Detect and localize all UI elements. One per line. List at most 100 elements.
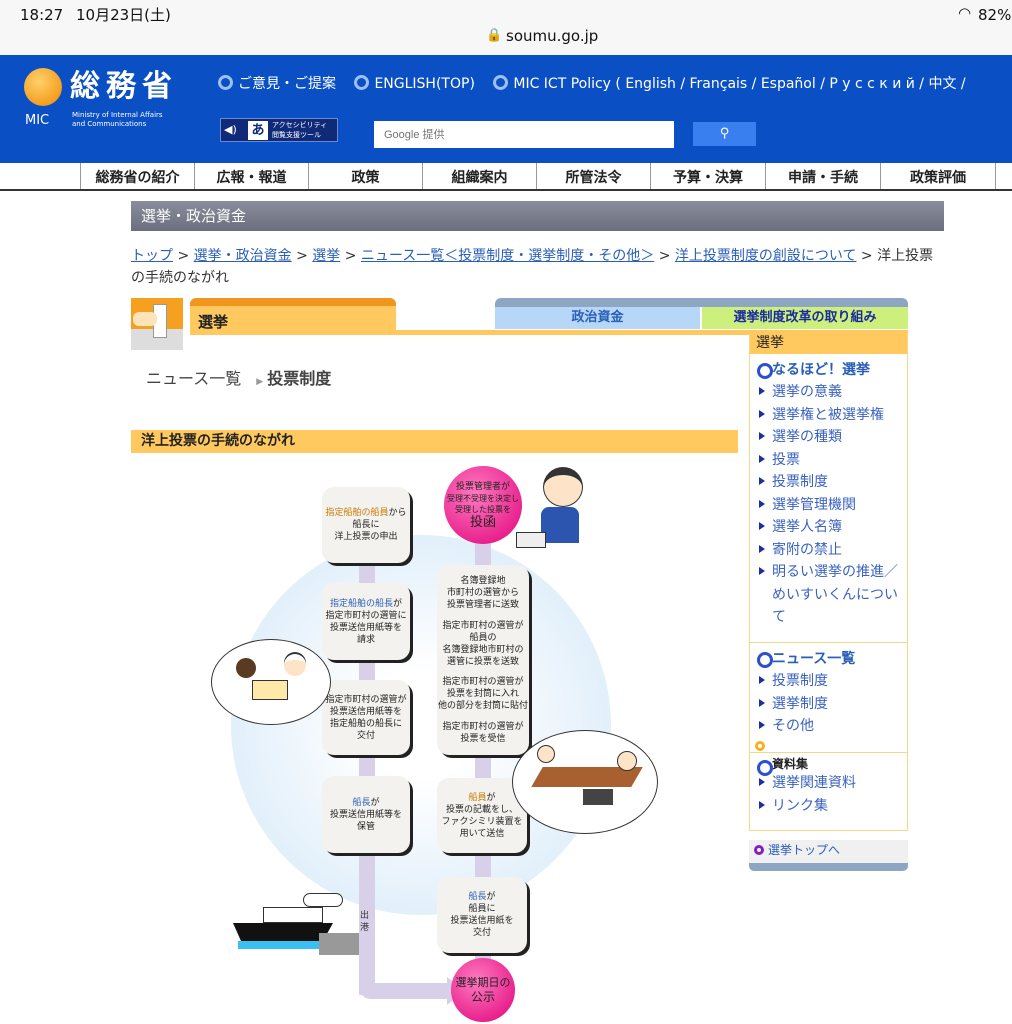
sidebar-item[interactable]: 選挙の種類 xyxy=(752,426,905,449)
content-heading: 洋上投票の手続のながれ xyxy=(131,430,738,453)
header-links: ご意見・ご提案 ENGLISH(TOP) MIC ICT Policy ( En… xyxy=(218,75,966,93)
step-circle-ballot-box: 投票管理者が受理不受理を決定し受理した投票を投函 xyxy=(444,466,522,544)
lock-icon: 🔒 xyxy=(486,28,503,43)
sidebar-header: 選挙 xyxy=(750,333,907,354)
breadcrumb-link[interactable]: トップ xyxy=(131,248,173,264)
step-box: 指定船舶の船長が指定市町村の選管に投票送信用紙等を請求 xyxy=(322,583,410,660)
ship-illustration xyxy=(233,893,359,955)
sidebar-item[interactable]: 選挙管理機関 xyxy=(752,494,905,517)
sidebar-item[interactable]: その他 xyxy=(752,715,905,738)
circle-icon xyxy=(754,845,764,855)
tab-underline xyxy=(190,330,908,335)
status-bar: 18:27 10月23日(土) 🔒 soumu.go.jp ◠ 82% xyxy=(0,0,1012,55)
ballot-icon xyxy=(131,298,183,350)
sidebar-item[interactable]: 投票制度 xyxy=(752,670,905,693)
logo-en-1: Ministry of Internal Affairs xyxy=(72,111,163,119)
link-opinion[interactable]: ご意見・ご提案 xyxy=(218,75,336,92)
radio-icon xyxy=(218,75,233,90)
search-button[interactable]: ⚲ xyxy=(693,122,756,146)
tab-political-funds[interactable]: 政治資金 xyxy=(495,307,700,329)
step-box: 船長が船員に投票送信用紙を交付 xyxy=(437,877,527,953)
nav-item[interactable]: 総務省の紹介 xyxy=(80,163,194,189)
voting-flow-diagram: 出港 指定船舶の船員から船長に洋上投票の申出 指定船舶の船長が指定市町村の選管に… xyxy=(131,455,738,1024)
circle-icon xyxy=(755,741,765,751)
breadcrumb-link[interactable]: 選挙・政治資金 xyxy=(193,248,292,264)
logo-kanji[interactable]: 総務省 xyxy=(70,69,178,104)
tab-reform[interactable]: 選挙制度改革の取り組み xyxy=(702,307,908,329)
nav-item[interactable]: 予算・決算 xyxy=(650,163,765,189)
radio-icon xyxy=(354,75,370,90)
link-english[interactable]: ENGLISH(TOP) xyxy=(354,75,475,92)
breadcrumb: トップ > 選挙・政治資金 > 選挙 > ニュース一覧＜投票制度・選挙制度・その… xyxy=(131,245,946,289)
sidebar-item[interactable]: 選挙権と被選挙権 xyxy=(752,404,905,427)
sidebar-heading[interactable]: ニュース一覧 xyxy=(752,648,905,670)
logo-en-2: and Communications xyxy=(72,120,147,128)
breadcrumb-link[interactable]: ニュース一覧＜投票制度・選挙制度・その他＞ xyxy=(360,248,655,264)
breadcrumb-link[interactable]: 洋上投票制度の創設について xyxy=(674,248,857,264)
status-time: 18:27 xyxy=(20,6,64,24)
breadcrumb-link[interactable]: 選挙 xyxy=(312,248,341,264)
sidebar-item[interactable]: 寄附の禁止 xyxy=(752,539,905,562)
breadcrumb-current: 洋上投票 xyxy=(877,248,934,264)
sidebar-group-3: 資料集 選挙関連資料 リンク集 xyxy=(750,753,907,817)
tab-election[interactable]: 選挙 xyxy=(190,298,396,332)
battery-level: 82% xyxy=(978,6,1012,24)
tab-strip xyxy=(495,298,908,307)
sidebar-item[interactable]: 明るい選挙の推進／めいすいくんについて xyxy=(752,561,905,629)
accessibility-label-2: 閲覧支援ツール xyxy=(272,131,321,139)
logo-mark[interactable] xyxy=(24,68,62,108)
sidebar-item[interactable]: 投票制度 xyxy=(752,471,905,494)
departure-label: 出港 xyxy=(360,911,370,933)
subnav: ニュース一覧 ▶投票制度 xyxy=(146,369,331,392)
sidebar-heading: 資料集 xyxy=(752,756,905,776)
nav-item[interactable]: 広報・報道 xyxy=(194,163,308,189)
url-bar[interactable]: soumu.go.jp xyxy=(506,27,599,45)
step-box: 指定船舶の船員から船長に洋上投票の申出 xyxy=(322,487,410,563)
triangle-icon: ▶ xyxy=(256,377,264,387)
site-header: 総務省 MIC Ministry of Internal Affairs and… xyxy=(0,55,1012,163)
subnav-current: 投票制度 xyxy=(267,369,332,388)
nav-item[interactable]: 政策評価 xyxy=(880,163,996,189)
election-top-link[interactable]: 選挙トップへ xyxy=(749,840,908,871)
breadcrumb-current-2: の手続のながれ xyxy=(131,270,229,286)
speaker-icon: ◀) xyxy=(224,123,237,136)
breadcrumb-sep: > xyxy=(658,248,671,264)
breadcrumb-sep: > xyxy=(860,248,873,264)
search-input[interactable] xyxy=(374,121,674,148)
subnav-parent[interactable]: ニュース一覧 xyxy=(146,369,242,388)
breadcrumb-sep: > xyxy=(344,248,357,264)
section-title: 選挙・政治資金 xyxy=(131,201,944,231)
step-stack-box: 名簿登録地市町村の選管から投票管理者に送致 指定市町村の選管が船員の名簿登録地市… xyxy=(437,565,529,755)
sidebar-item[interactable]: 選挙の意義 xyxy=(752,381,905,404)
sidebar-item[interactable]: 選挙制度 xyxy=(752,693,905,716)
radio-icon xyxy=(493,75,509,90)
sidebar-item[interactable]: 選挙関連資料 xyxy=(752,772,905,795)
nav-item[interactable]: 申請・手続 xyxy=(765,163,880,189)
speech-bubble-fax xyxy=(512,730,658,834)
sidebar-item[interactable]: リンク集 xyxy=(752,795,905,818)
sidebar-group-1: なるほど！選挙 選挙の意義 選挙権と被選挙権 選挙の種類 投票 投票制度 選挙管… xyxy=(750,354,907,643)
accessibility-icon: あ xyxy=(248,121,268,140)
step-box: 指定市町村の選管が投票送信用紙等を指定船舶の船長に交付 xyxy=(322,680,410,755)
nav-item[interactable]: 所管法令 xyxy=(536,163,650,189)
speech-bubble-illustration xyxy=(211,639,331,725)
nav-item[interactable]: 政策 xyxy=(308,163,422,189)
wifi-icon: ◠ xyxy=(958,4,972,22)
sidebar: 選挙 なるほど！選挙 選挙の意義 選挙権と被選挙権 選挙の種類 投票 投票制度 … xyxy=(749,333,908,831)
election-top-label: 選挙トップへ xyxy=(768,843,841,857)
sidebar-item[interactable]: 投票 xyxy=(752,449,905,472)
accessibility-label: アクセシビリティ xyxy=(272,121,328,129)
link-ict-policy[interactable]: MIC ICT Policy ( English / Français / Es… xyxy=(493,75,966,92)
sidebar-item[interactable]: 選挙人名簿 xyxy=(752,516,905,539)
sidebar-heading[interactable]: なるほど！選挙 xyxy=(752,359,905,381)
breadcrumb-sep: > xyxy=(296,248,308,264)
breadcrumb-sep: > xyxy=(177,248,190,264)
global-nav: 総務省の紹介 広報・報道 政策 組織案内 所管法令 予算・決算 申請・手続 政策… xyxy=(0,163,1012,191)
accessibility-button[interactable]: ◀) あ アクセシビリティ 閲覧支援ツール xyxy=(220,118,338,142)
status-date: 10月23日(土) xyxy=(76,6,171,24)
nav-item[interactable]: 組織案内 xyxy=(422,163,536,189)
step-circle-announcement: 選挙期日の公示 xyxy=(451,958,515,1022)
ballot-box-illustration xyxy=(516,532,546,548)
search-icon: ⚲ xyxy=(719,126,730,141)
sidebar-group-2: ニュース一覧 投票制度 選挙制度 その他 xyxy=(750,643,907,753)
